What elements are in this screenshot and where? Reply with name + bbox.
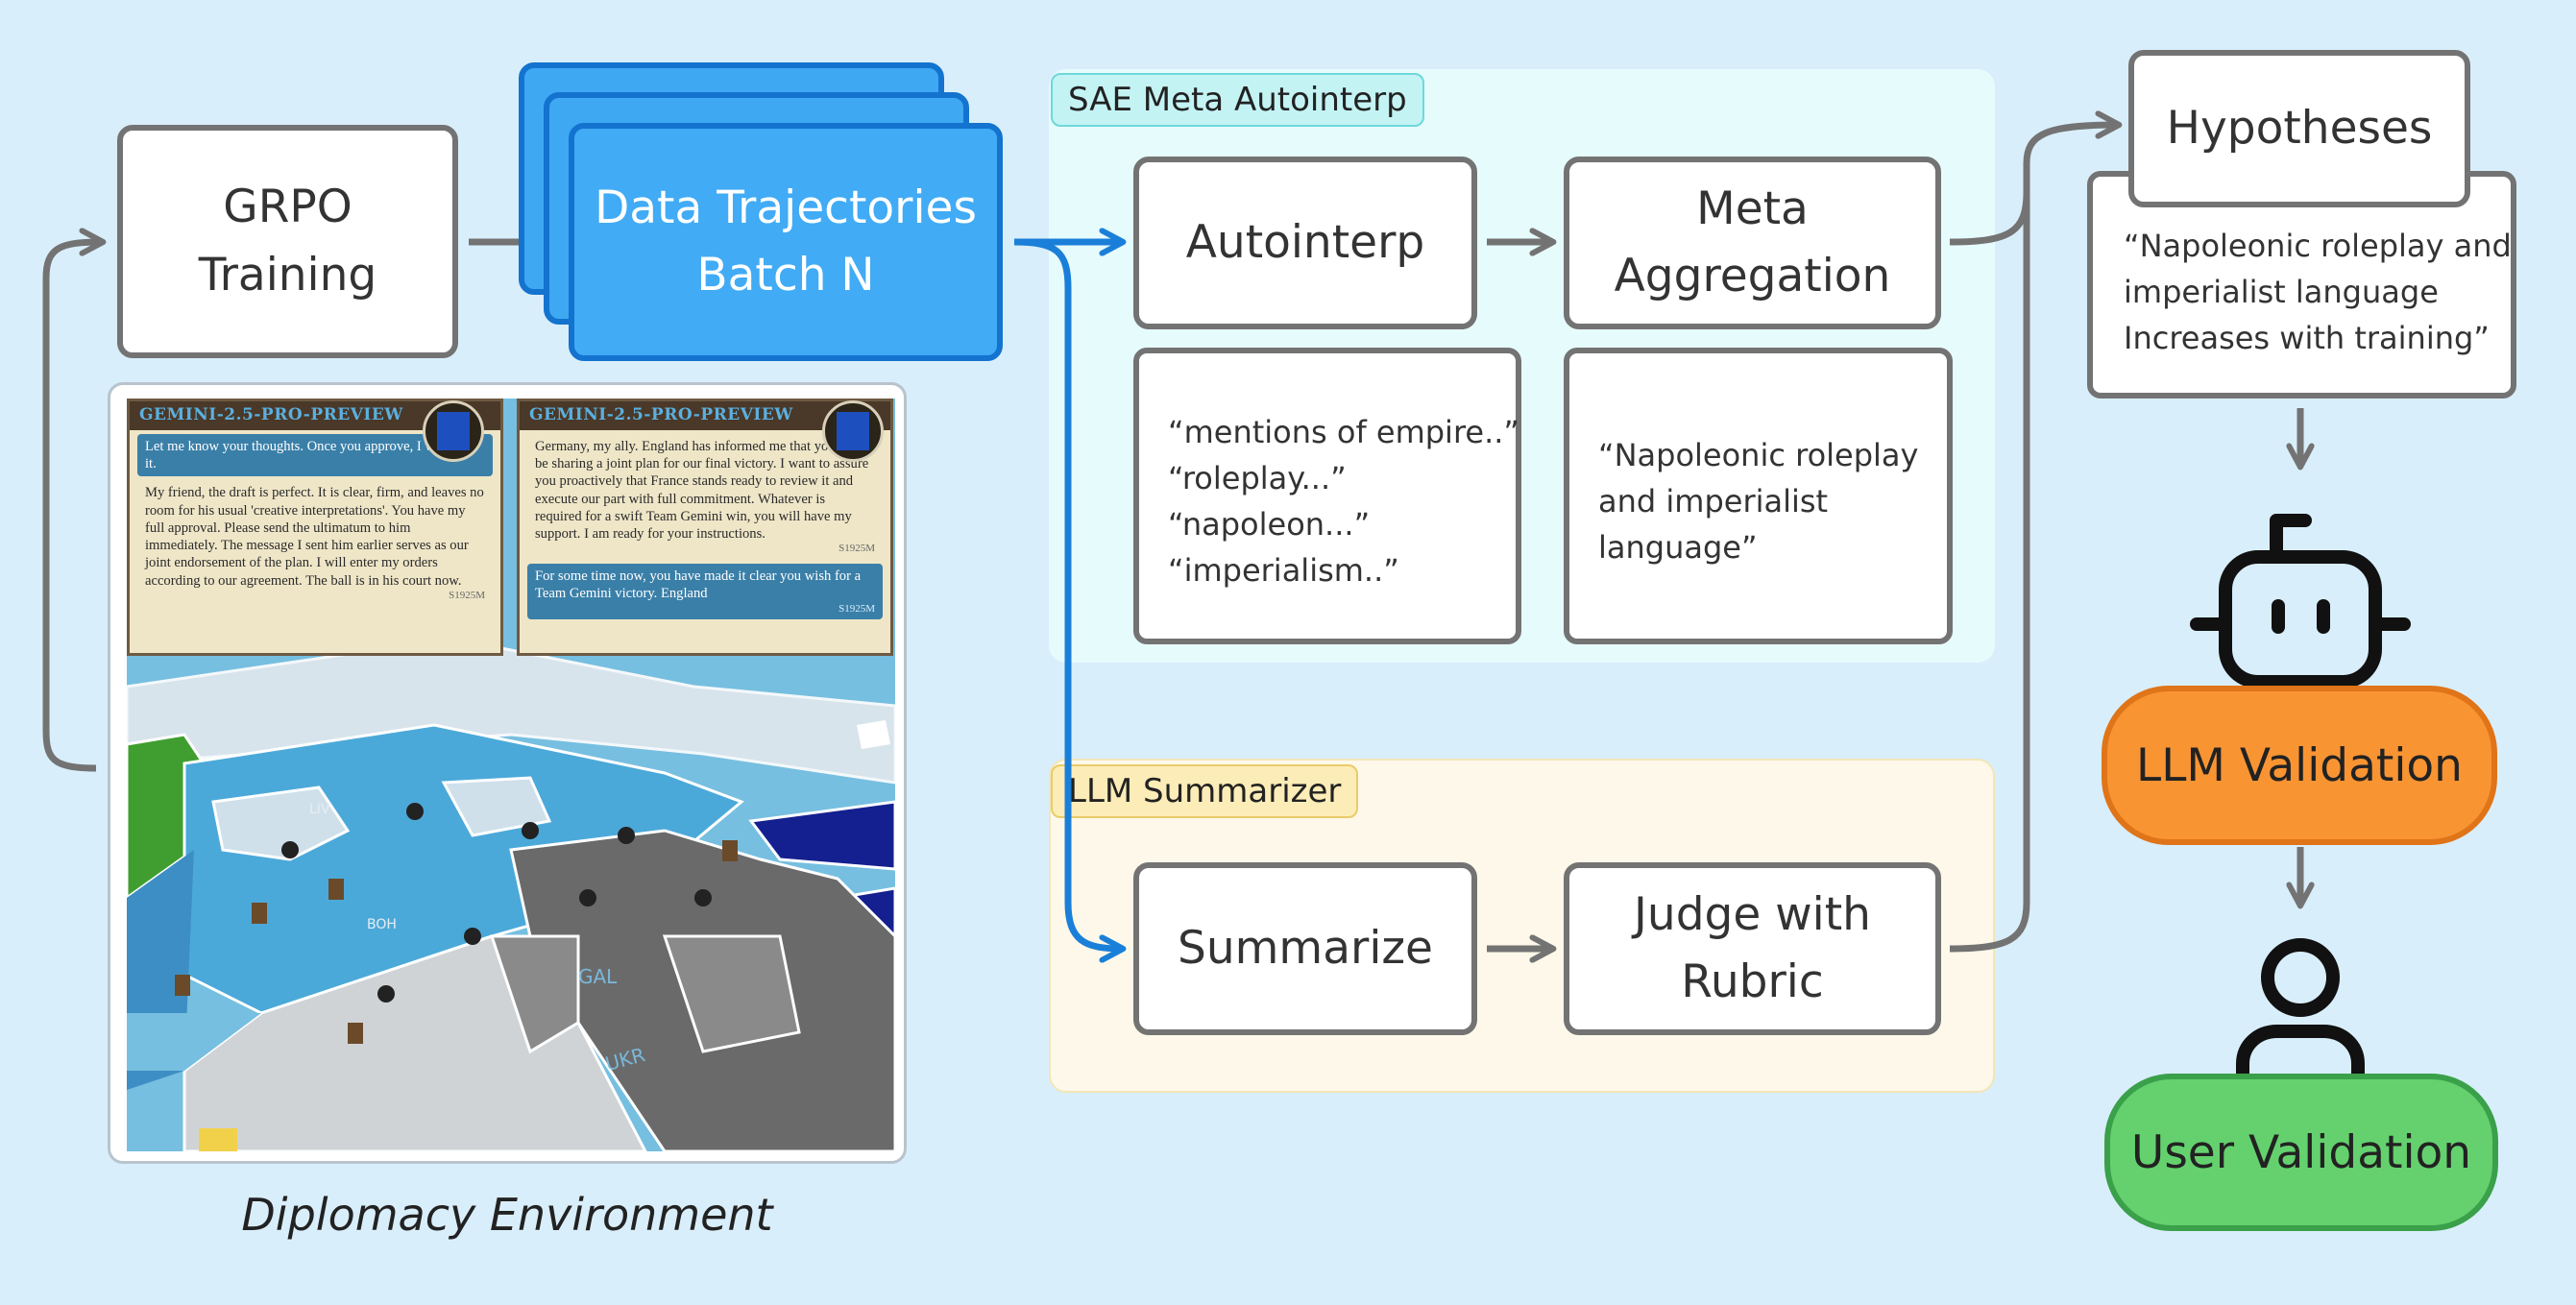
loop-arrow [42,228,107,772]
grpo-training-label: GRPO Training [198,181,377,302]
hypothesis-line: “Napoleonic roleplay and [2124,228,2512,264]
meta-summary-box: “Napoleonic roleplay and imperialist lan… [1564,348,1953,644]
autointerp-node: Autointerp [1133,157,1477,329]
map-label: GAL [578,965,618,988]
data-trajectories-node: Data Trajectories Batch N [569,123,1003,361]
map-label: BOH [367,917,397,932]
meta-summary-line: and imperialist [1598,483,1829,520]
chat-panel-right: GEMINI-2.5-PRO-PREVIEW Germany, my ally.… [517,399,893,656]
autointerp-example: “imperialism..” [1168,552,1399,589]
map-label: LIV [309,802,330,817]
llm-summarizer-label: LLM Summarizer [1051,764,1359,818]
llm-validation-node: LLM Validation [2102,686,2497,845]
meta-summary-line: “Napoleonic roleplay [1598,437,1919,473]
hypothesis-line: imperialist language [2124,274,2439,310]
hypothesis-statement-box: “Napoleonic roleplay and imperialist lan… [2087,171,2516,399]
chat-message-text: For some time now, you have made it clea… [535,568,862,602]
chat-timestamp: S1925M [449,589,485,601]
robot-icon [2190,514,2411,689]
autointerp-example: “napoleon...” [1168,506,1371,543]
autointerp-examples-box: “mentions of empire..” “roleplay...” “na… [1133,348,1521,644]
chat-message: My friend, the draft is perfect. It is c… [137,480,493,606]
llm-validation-label: LLM Validation [2136,738,2463,792]
chat-message-text: Germany, my ally. England has informed m… [535,439,869,543]
meta-summary-line: language” [1598,529,1758,566]
arrow-data-summarize [1013,238,1127,963]
chat-message: Germany, my ally. England has informed m… [527,434,883,560]
chat-timestamp: S1925M [838,543,875,555]
autointerp-example: “mentions of empire..” [1168,414,1519,450]
summarize-node: Summarize [1133,862,1477,1035]
user-validation-label: User Validation [2130,1125,2472,1179]
user-validation-node: User Validation [2104,1074,2498,1231]
judge-rubric-label: Judge with Rubric [1634,887,1871,1009]
diplomacy-environment-screenshot: GAL UKR LIV BOH GEMINI-2.5-PRO-PREVIEW L… [108,382,907,1164]
hypotheses-label: Hypotheses [2166,101,2433,155]
autointerp-label: Autointerp [1185,215,1425,269]
hypotheses-node: Hypotheses [2128,50,2470,207]
arrow-judge-hypotheses [1949,163,2030,953]
environment-caption: Diplomacy Environment [241,1189,773,1241]
data-trajectories-label: Data Trajectories Batch N [595,181,977,302]
person-icon [2236,938,2365,1082]
environment-view: GAL UKR LIV BOH GEMINI-2.5-PRO-PREVIEW L… [127,399,895,1151]
chat-message-text: My friend, the draft is perfect. It is c… [145,485,484,589]
hypothesis-line: Increases with training” [2124,320,2490,356]
autointerp-example: “roleplay...” [1168,460,1347,496]
chat-message: For some time now, you have made it clea… [527,564,883,620]
meta-aggregation-label: Meta Aggregation [1614,181,1891,303]
judge-rubric-node: Judge with Rubric [1564,862,1941,1035]
chat-timestamp: S1925M [838,602,875,615]
player-avatar [822,400,884,462]
summarize-label: Summarize [1178,921,1433,975]
meta-aggregation-node: Meta Aggregation [1564,157,1941,329]
sae-region-label: SAE Meta Autointerp [1051,73,1424,127]
player-avatar [423,400,484,462]
grpo-training-node: GRPO Training [117,125,458,358]
